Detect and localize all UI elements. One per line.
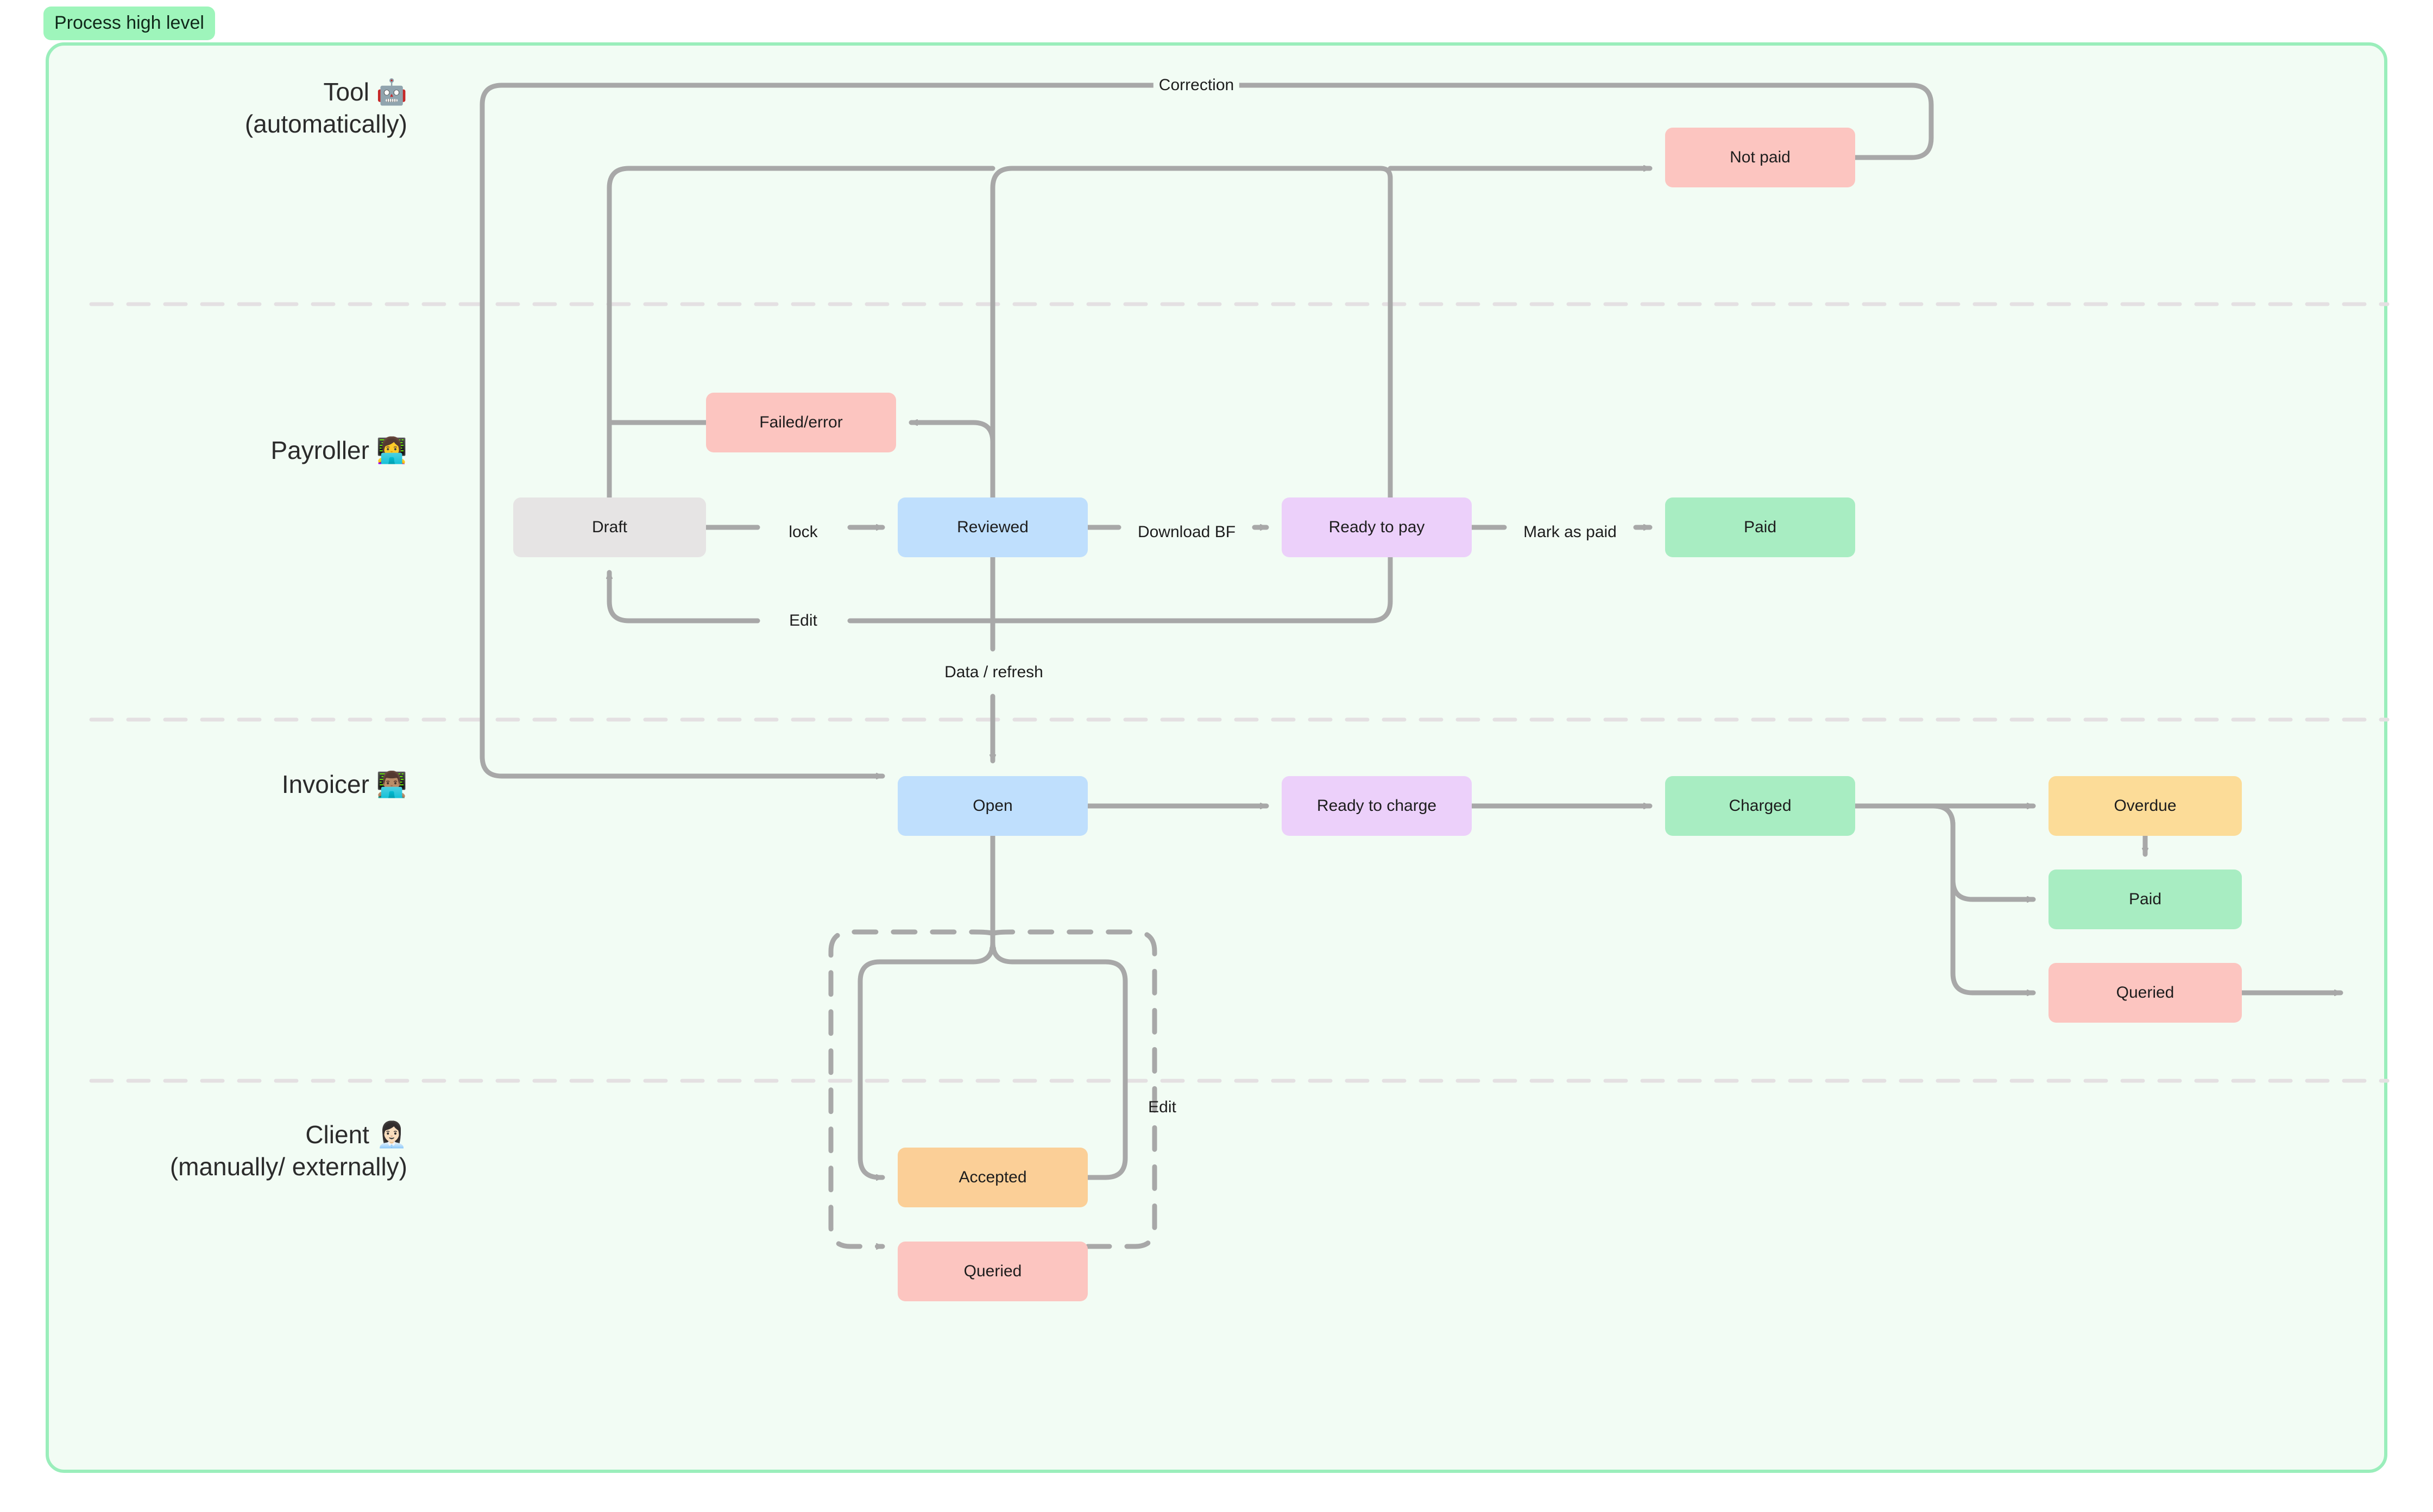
edge-label-edit-payroller: Edit <box>784 613 823 629</box>
node-not-paid[interactable]: Not paid <box>1665 128 1855 187</box>
node-paid-payroller[interactable]: Paid <box>1665 497 1855 557</box>
node-queried-invoicer[interactable]: Queried <box>2048 963 2242 1023</box>
edge-label-data-refresh: Data / refresh <box>939 664 1049 681</box>
lane-label-invoicer: Invoicer 👨🏽‍💻 <box>281 770 407 798</box>
lane-label-client: Client 👩🏻‍💼 (manually/ externally) <box>169 1120 407 1181</box>
node-ready-to-pay[interactable]: Ready to pay <box>1282 497 1472 557</box>
edge-label-download-bf: Download BF <box>1132 524 1241 540</box>
node-failed-error[interactable]: Failed/error <box>706 393 896 452</box>
edge-label-mark-as-paid: Mark as paid <box>1518 524 1622 540</box>
node-paid-invoicer[interactable]: Paid <box>2048 870 2242 929</box>
node-accepted[interactable]: Accepted <box>898 1148 1088 1207</box>
lane-label-tool: Tool 🤖 (automatically) <box>244 78 407 138</box>
diagram-title-badge: Process high level <box>43 7 215 40</box>
node-charged[interactable]: Charged <box>1665 776 1855 836</box>
node-reviewed[interactable]: Reviewed <box>898 497 1088 557</box>
node-queried-client[interactable]: Queried <box>898 1242 1088 1301</box>
diagram-canvas <box>46 42 2387 1473</box>
edge-label-edit-client: Edit <box>1148 1098 1176 1116</box>
node-draft[interactable]: Draft <box>513 497 706 557</box>
edge-label-correction: Correction <box>1153 77 1240 93</box>
node-overdue[interactable]: Overdue <box>2048 776 2242 836</box>
node-open[interactable]: Open <box>898 776 1088 836</box>
lane-label-payroller: Payroller 👩‍💻 <box>270 436 407 464</box>
node-ready-to-charge[interactable]: Ready to charge <box>1282 776 1472 836</box>
edge-label-lock: lock <box>783 524 823 540</box>
